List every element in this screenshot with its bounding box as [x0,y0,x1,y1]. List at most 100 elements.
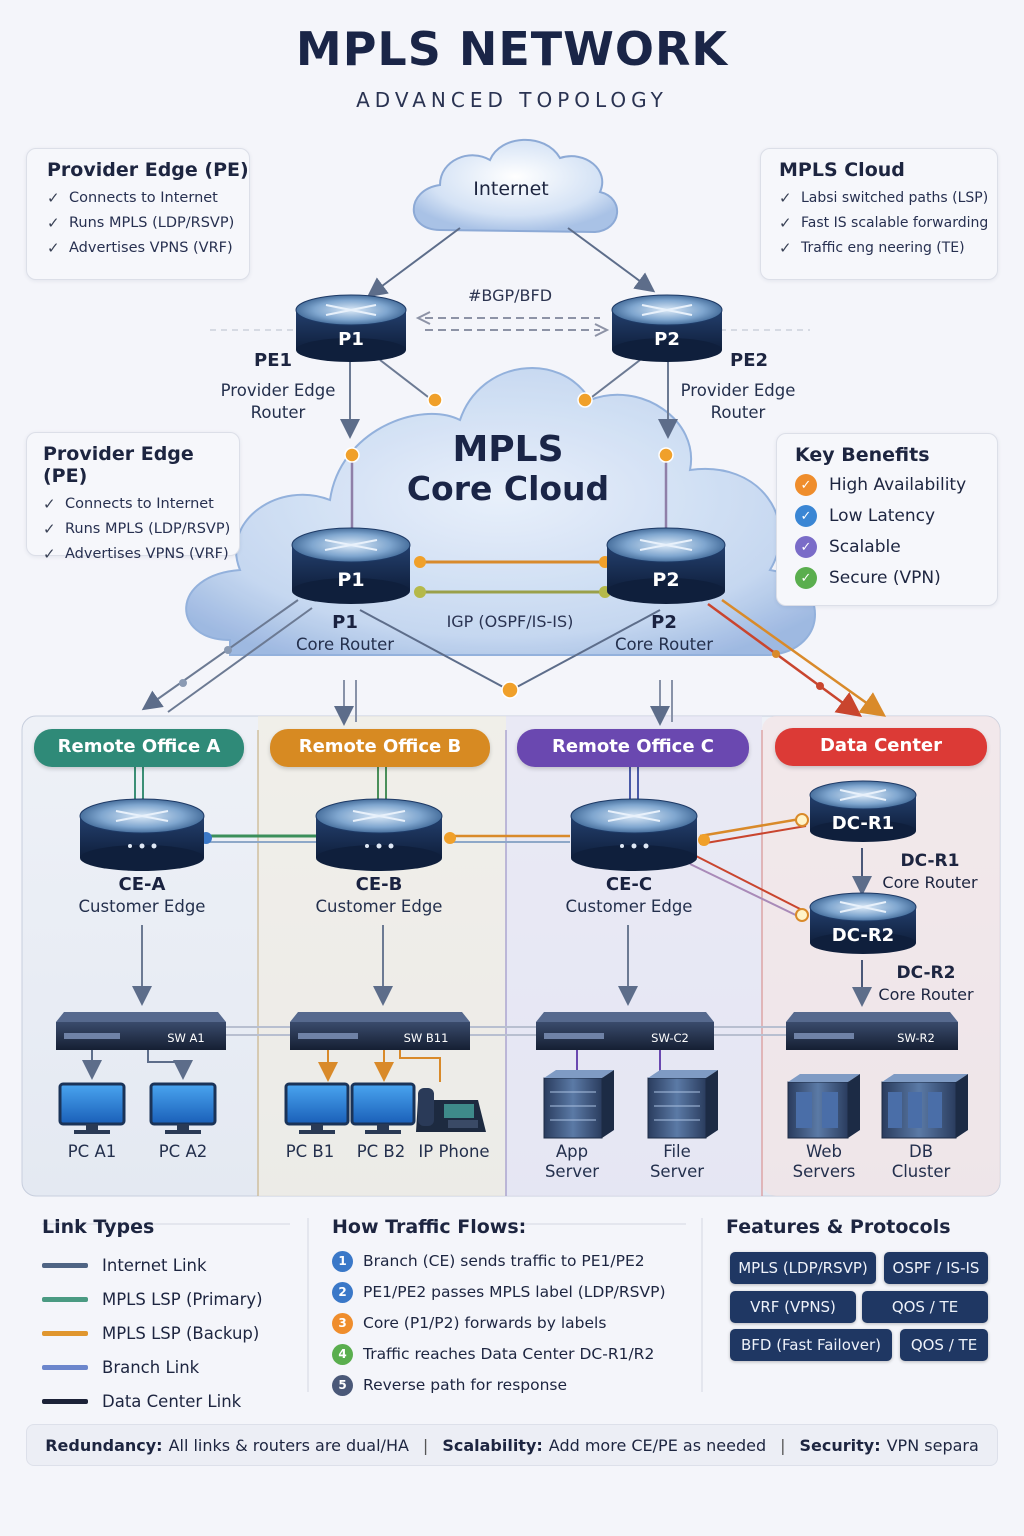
switch-c2-shape [536,1012,714,1050]
igp-label: IGP (OSPF/IS-IS) [446,612,574,631]
features-heading: Features & Protocols [726,1216,951,1238]
legend-heading: Link Types [42,1216,155,1238]
card-heading: Provider Edge (PE) [47,159,249,181]
app-server-shape [543,1070,614,1139]
feature-tag: MPLS (LDP/RSVP) [730,1252,876,1284]
card-heading: MPLS Cloud [779,159,905,181]
office-c-title: Remote Office C [517,729,749,767]
mpls-cloud-card: MPLS Cloud ✓Labsi switched paths (LSP) ✓… [760,148,998,280]
pe1-icon-label: P1 [338,329,364,350]
switch-r2-shape [786,1012,958,1050]
internet-link-pe2 [567,227,656,293]
check-icon: ✓ [43,520,56,538]
file-server-label: File Server [649,1142,705,1181]
feature-tag: BFD (Fast Failover) [730,1329,892,1361]
pe-info-card-mid: Provider Edge (PE) ✓Connects to Internet… [26,432,240,563]
file-server-shape [647,1070,718,1139]
card-item: ✓Connects to Internet [47,189,218,207]
card-item: ✓Advertises VPNS (VRF) [47,239,233,257]
switch-c2-label: SW-C2 [651,1031,689,1045]
check-circle-icon: ✓ [795,567,817,589]
switch-r2-label: SW-R2 [897,1031,935,1045]
p1-icon-label: P1 [337,569,365,591]
legend-item: Branch Link [42,1356,302,1378]
card-item: ✓Fast IS scalable forwarding [779,214,989,232]
check-icon: ✓ [779,189,792,207]
datacenter-title: Data Center [775,728,987,766]
legend-swatch [42,1330,88,1336]
check-icon: ✓ [43,545,56,563]
legend-swatch [42,1398,88,1404]
legend-item: MPLS LSP (Backup) [42,1322,302,1344]
page-title: MPLS NETWORK [295,22,729,76]
card-heading: Key Benefits [795,444,930,466]
pc-b2-shape [350,1082,416,1134]
pc-b1-shape [284,1082,350,1134]
check-icon: ✓ [47,214,60,232]
dc-r2-icon-label: DC-R2 [831,925,895,946]
check-circle-icon: ✓ [795,536,817,558]
benefit-item: ✓High Availability [795,474,997,496]
ip-phone-shape [416,1088,486,1132]
dc-r1-router-shape [809,780,917,842]
card-item: ✓Traffic eng neering (TE) [779,239,965,257]
app-server-label: App Server [544,1142,600,1181]
p2-core-router-shape [606,527,726,604]
legend-swatch [42,1364,88,1370]
db-cluster-label: DB Cluster [891,1142,951,1181]
key-benefits-card: Key Benefits ✓High Availability ✓Low Lat… [776,433,998,606]
office-a-title: Remote Office A [34,729,244,767]
feature-tag: OSPF / IS-IS [884,1252,988,1284]
switch-a1-shape [56,1012,226,1050]
card-item: ✓Labsi switched paths (LSP) [779,189,989,207]
legend-item: Data Center Link [42,1390,302,1412]
internet-cloud: Internet [473,178,549,200]
pe2-name: PE2 [730,350,769,371]
ce-c-router-shape [570,798,698,871]
bgp-bfd-label: #BGP/BFD [467,286,553,305]
check-icon: ✓ [47,189,60,207]
pc-a2-label: PC A2 [158,1142,208,1161]
benefit-item: ✓Secure (VPN) [795,567,997,589]
check-circle-icon: ✓ [795,505,817,527]
link-types-legend: Link Types Internet Link MPLS LSP (Prima… [42,1216,302,1424]
check-icon: ✓ [779,214,792,232]
switch-a1-label: SW A1 [167,1031,205,1045]
office-b-title: Remote Office B [270,729,490,767]
pe2-router-shape [611,294,723,362]
p1-core-router-shape [291,527,411,604]
switch-b11-label: SW B11 [403,1031,449,1045]
pc-a1-shape [58,1082,126,1134]
card-item: ✓Runs MPLS (LDP/RSVP) [47,214,235,232]
card-heading: Provider Edge (PE) [43,443,194,487]
feature-tag: QOS / TE [862,1291,988,1323]
pc-a2-shape [149,1082,217,1134]
dc-r1-icon-label: DC-R1 [831,813,895,834]
switch-b11-shape [290,1012,470,1050]
page-subtitle: ADVANCED TOPOLOGY [356,88,668,112]
ce-a-router-shape [79,798,205,871]
internet-link-pe1 [366,227,461,298]
legend-swatch [42,1296,88,1302]
pe-info-card-top: Provider Edge (PE) ✓Connects to Internet… [26,148,250,280]
check-circle-icon: ✓ [795,474,817,496]
ce-b-router-shape [315,798,443,871]
internet-cloud-shape [412,138,618,234]
pe2-icon-label: P2 [654,329,680,350]
card-item: ✓Advertises VPNS (VRF) [43,545,229,563]
pc-a1-label: PC A1 [67,1142,117,1161]
p2-icon-label: P2 [652,569,680,591]
dc-r2-label: DC-R2 Core Router [878,963,974,1004]
check-icon: ✓ [47,239,60,257]
mpls-core-cloud: MPLS Core Cloud [406,429,610,508]
check-icon: ✓ [779,239,792,257]
benefit-item: ✓Low Latency [795,505,997,527]
